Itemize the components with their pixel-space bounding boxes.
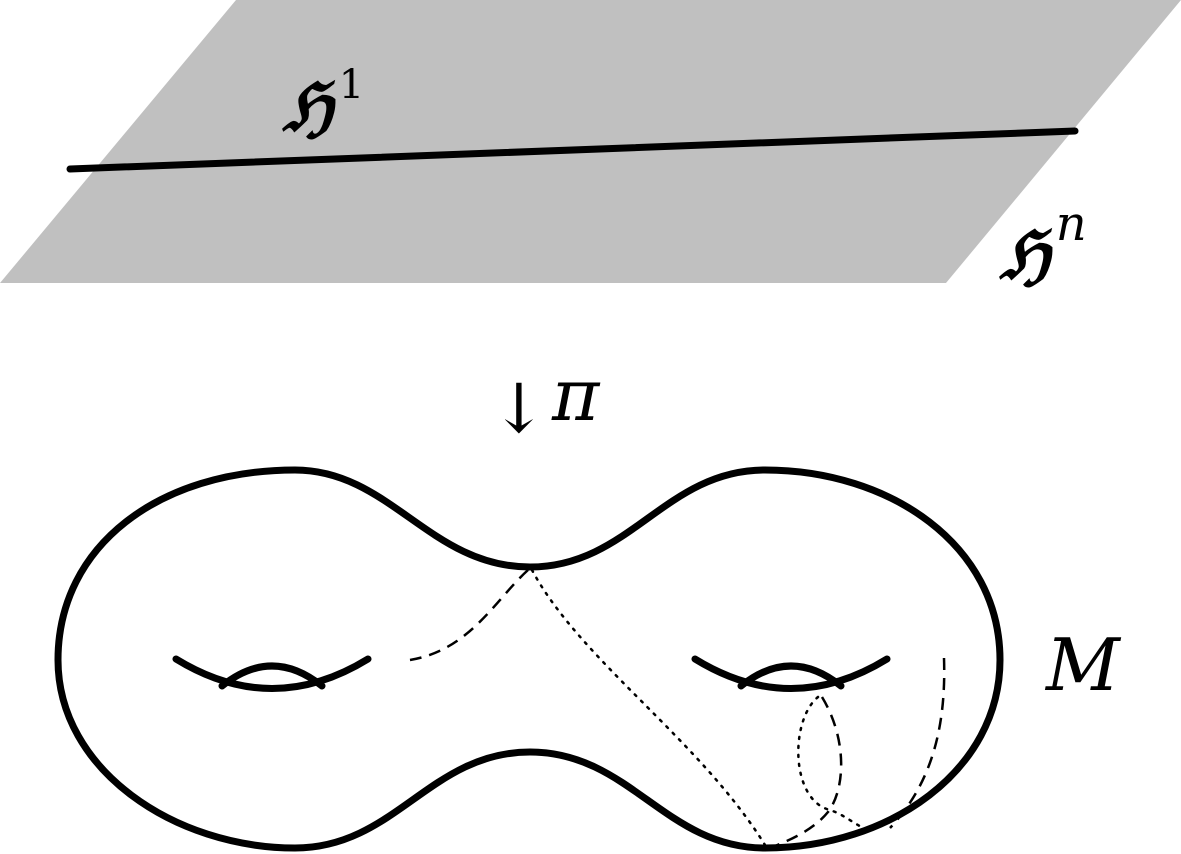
dashed-curve-right-hole (774, 696, 843, 848)
left-hole-upper (172, 655, 372, 692)
label-pi: π (551, 353, 601, 437)
geodesic-line (66, 127, 1079, 173)
dotted-curve-diagonal (530, 568, 767, 847)
dashed-curve-left (409, 569, 529, 662)
dotted-curve-right-hole (797, 695, 870, 832)
projection-arrow-icon: ↓ (491, 370, 548, 449)
label-m: M (1044, 623, 1122, 707)
dashed-curve-right-edge (889, 657, 946, 829)
right-hole-upper (691, 655, 891, 692)
right-hole-lower (737, 662, 845, 690)
surface-outline (54, 466, 1004, 852)
hyperbolic-plane (0, 0, 1181, 283)
left-hole-lower (218, 662, 326, 690)
